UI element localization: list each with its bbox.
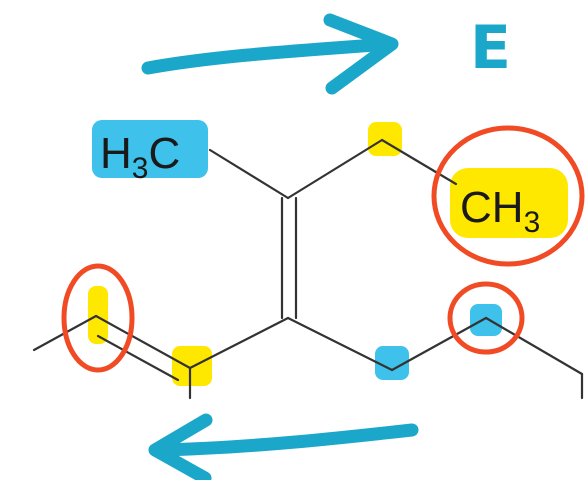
bond-top-right-2 [380,138,458,186]
right-methyl-label: CH3 [460,183,540,239]
bond-skeleton [32,138,584,400]
lower-right-carbon-highlight [470,304,502,336]
ring-bond-outer [94,314,192,370]
left-ring-circle [61,263,135,373]
bond-lower-right-1 [286,316,394,372]
bond-lower-right-3 [484,316,584,376]
ring-bond-inner [96,334,180,382]
bond-lower-left [188,316,290,370]
top-right-carbon-highlight [368,122,402,156]
bond-lower-right-2 [390,316,488,372]
lower-right-circle [447,281,525,355]
bond-top-right-1 [286,138,384,200]
left-methyl-label: H3C [100,129,180,185]
left-methyl-highlight [92,120,208,178]
top-arrow-icon [141,37,395,75]
bottom-arrowhead-icon [148,413,213,480]
bond-left-methyl [208,148,290,200]
lower-middle-carbon-highlight [375,346,409,380]
bottom-arrow-icon [151,423,419,457]
left-ring-highlight [88,286,108,344]
right-methyl-circle [431,125,585,267]
right-methyl-highlight [450,168,568,238]
top-arrowhead-icon [323,13,399,95]
isomer-label: E [470,13,511,83]
